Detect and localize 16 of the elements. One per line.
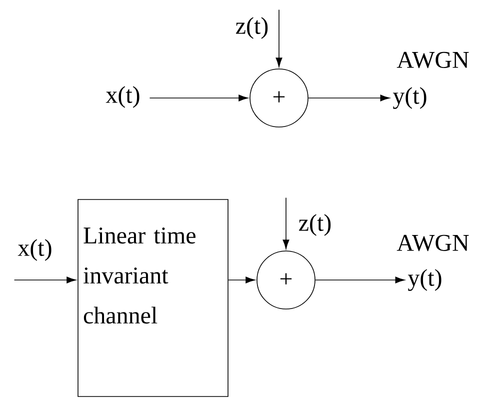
noise-label: AWGN <box>396 234 469 252</box>
arrow <box>149 94 248 102</box>
noise-label: AWGN <box>396 52 469 68</box>
channel-box: Linear time invariant channel <box>78 199 228 397</box>
signal-label: z(t) <box>299 214 331 236</box>
arrow <box>308 94 390 102</box>
signal-label: y(t) <box>408 269 442 291</box>
signal-label: x(t) <box>18 239 52 261</box>
arrow <box>14 276 76 284</box>
signal-label: x(t) <box>106 86 140 108</box>
arrow <box>315 276 405 284</box>
arrow <box>276 9 282 68</box>
arrow <box>282 197 290 250</box>
arrow <box>228 276 256 284</box>
signal-label: z(t) <box>236 17 268 39</box>
signal-label: y(t) <box>392 87 426 109</box>
